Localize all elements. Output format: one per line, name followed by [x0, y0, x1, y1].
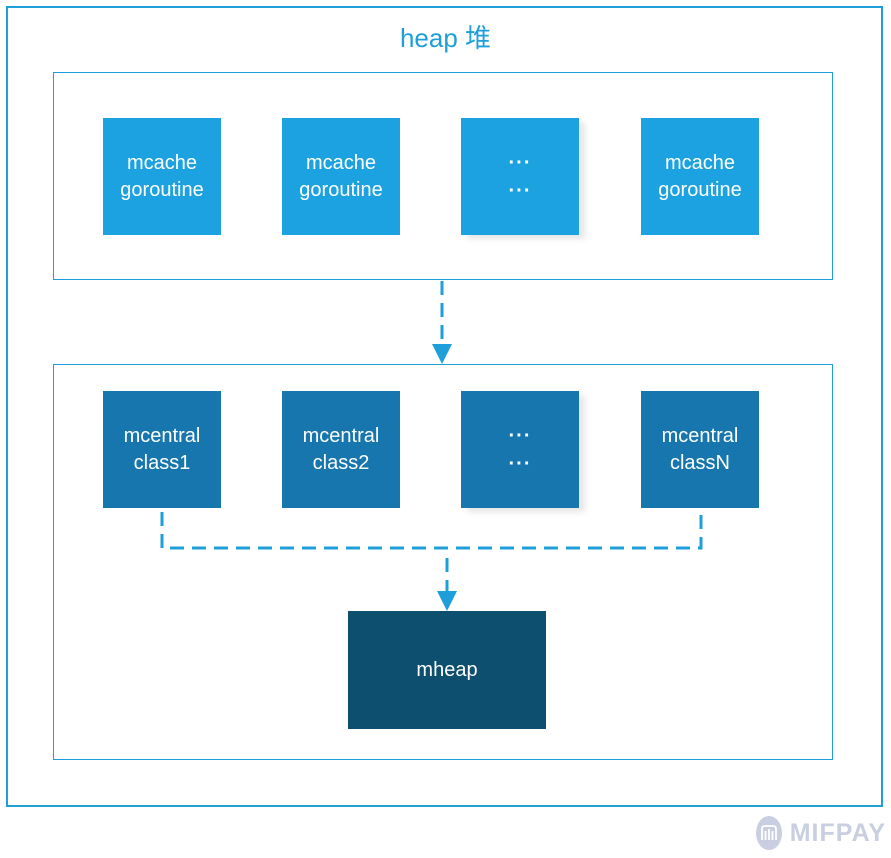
mcentral-box-2: mcentral class2	[282, 391, 400, 508]
mcache-box-n: mcache goroutine	[641, 118, 759, 235]
mifpay-logo-icon	[756, 816, 782, 850]
mcentral-bus-connector	[160, 512, 703, 550]
mcentral-box-2-line2: class2	[312, 451, 370, 474]
heap-container	[6, 6, 883, 807]
mcentral-box-n-line2: classN	[669, 451, 730, 474]
mcentral-box-2-line1: mcentral	[302, 424, 380, 447]
watermark-logo: MIFPAY	[756, 813, 886, 853]
mcache-box-1: mcache goroutine	[103, 118, 221, 235]
arrow-down-icon	[432, 344, 452, 364]
mheap-label: mheap	[416, 658, 478, 681]
mcache-box-1-line1: mcache	[126, 151, 198, 174]
arrow-down-icon	[437, 591, 457, 611]
mcache-box-2-line1: mcache	[305, 151, 377, 174]
mcache-box-1-line2: goroutine	[120, 178, 204, 201]
mcentral-box-1: mcentral class1	[103, 391, 221, 508]
mcache-box-2: mcache goroutine	[282, 118, 400, 235]
mcache-box-n-line2: goroutine	[658, 178, 742, 201]
mcentral-box-1-line1: mcentral	[123, 424, 201, 447]
mcache-box-ellipsis: ··· ···	[461, 118, 579, 235]
mcentral-box-1-line2: class1	[133, 451, 191, 474]
mcache-ellipsis-line1: ···	[508, 151, 532, 174]
mcache-box-n-line1: mcache	[664, 151, 736, 174]
mcache-box-2-line2: goroutine	[299, 178, 383, 201]
mcentral-box-n: mcentral classN	[641, 391, 759, 508]
mcentral-box-ellipsis: ··· ···	[461, 391, 579, 508]
mheap-box: mheap	[348, 611, 546, 729]
mcentral-ellipsis-line2: ···	[508, 452, 532, 475]
mcentral-box-n-line1: mcentral	[661, 424, 739, 447]
mcentral-ellipsis-line1: ···	[508, 424, 532, 447]
diagram-title: heap 堆	[399, 23, 492, 53]
mcache-ellipsis-line2: ···	[508, 179, 532, 202]
watermark-text: MIFPAY	[789, 818, 886, 847]
